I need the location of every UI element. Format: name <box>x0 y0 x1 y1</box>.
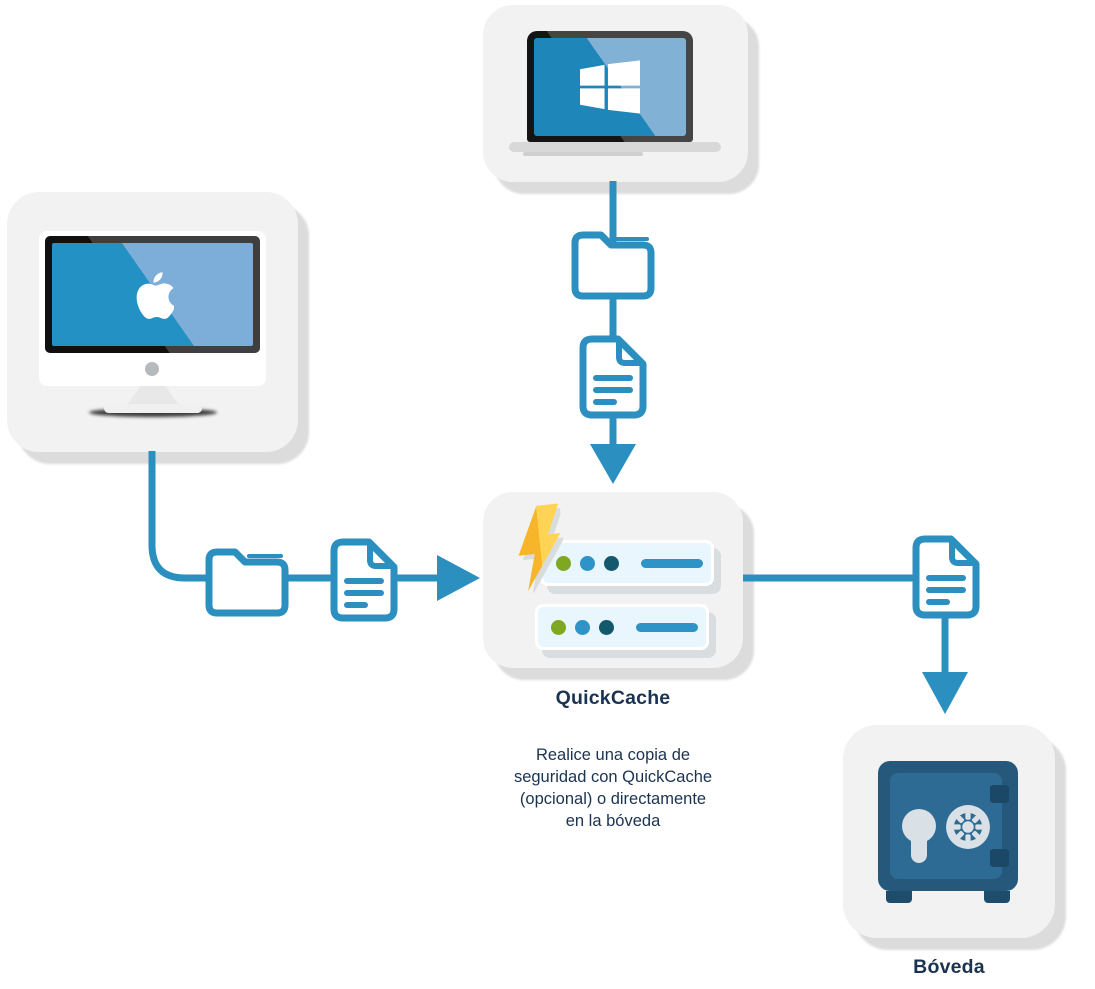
apple-logo-icon <box>136 271 174 319</box>
status-dot-teal <box>604 555 619 571</box>
status-dot-green <box>556 555 571 571</box>
laptop-bezel <box>527 31 693 142</box>
safe-hinge <box>990 785 1009 803</box>
safe-icon <box>878 761 1018 903</box>
mac-desktop-card <box>7 192 298 452</box>
status-dot-blue <box>575 619 590 635</box>
arrowhead-right-icon <box>437 555 480 601</box>
server-row <box>535 604 709 650</box>
imac-monitor <box>39 231 266 386</box>
laptop-base <box>509 142 721 152</box>
lightning-icon <box>518 503 565 595</box>
folder-icon <box>568 228 658 305</box>
imac-screen <box>52 243 253 346</box>
caption-line: seguridad con QuickCache <box>513 768 713 786</box>
quickcache-card <box>483 492 743 668</box>
keyhole-icon <box>902 809 936 843</box>
arrowhead-down-icon <box>922 672 968 714</box>
server-slot-bar <box>636 622 698 632</box>
caption-line: (opcional) o directamente <box>519 790 707 808</box>
status-dot-teal <box>599 619 614 635</box>
caption-line: Realice una copia de <box>535 746 691 764</box>
imac-base <box>104 404 202 413</box>
safe-hinge <box>990 849 1009 867</box>
caption-text: Realice una copia de seguridad con Quick… <box>433 744 793 832</box>
document-icon <box>908 531 984 628</box>
status-dot-green <box>551 619 566 635</box>
safe-door <box>890 773 1002 879</box>
server-row <box>540 540 714 586</box>
quickcache-label: QuickCache <box>555 687 671 709</box>
document-icon <box>326 534 402 631</box>
safe-foot <box>984 891 1010 903</box>
caption-line: en la bóveda <box>565 812 661 830</box>
folder-icon <box>202 545 292 622</box>
dial-icon <box>946 805 990 849</box>
server-slot-bar <box>641 558 703 568</box>
imac-bezel <box>45 236 260 353</box>
imac-chin-dot <box>145 362 159 376</box>
vault-card <box>843 725 1055 938</box>
laptop-base-shadow <box>523 152 643 156</box>
laptop-screen <box>534 38 686 136</box>
document-icon <box>575 331 651 428</box>
status-dot-blue <box>580 555 595 571</box>
windows-laptop-card <box>483 5 748 182</box>
windows-logo-icon <box>580 60 640 114</box>
vault-label: Bóveda <box>913 956 985 978</box>
arrowhead-down-icon <box>590 444 636 484</box>
safe-foot <box>886 891 912 903</box>
